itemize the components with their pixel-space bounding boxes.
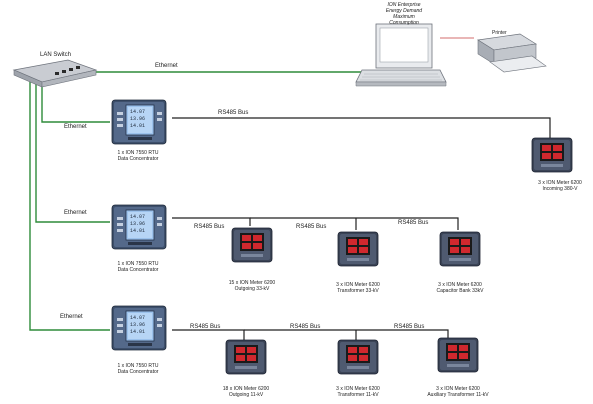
- rtu-2-screen-3: 14.01: [130, 228, 145, 234]
- rtu-2-screen-2: 13.96: [130, 221, 145, 227]
- ethernet-wiring: [29, 71, 362, 331]
- ethernet-link-rtu2: [35, 82, 110, 223]
- meter-transformer-33-label-1: 3 x ION Meter 6200: [336, 282, 380, 288]
- workstation-line-3: Maximum: [393, 14, 415, 20]
- workstation-line-1: ION Enterprise: [387, 2, 420, 8]
- meter-capacitor-33: 3 x ION Meter 6200 Capacitor Bank 33kV: [437, 231, 485, 294]
- meter-auxiliary-11: 3 x ION Meter 6200 Auxiliary Transformer…: [427, 337, 489, 398]
- rs485-label-bus2-c: RS485 Bus: [398, 220, 428, 226]
- workstation-line-4: Consumption: [389, 20, 419, 26]
- meter-transformer-11-label-2: Transformer 11-kV: [337, 392, 379, 398]
- rs485-label-bus1: RS485 Bus: [218, 110, 248, 116]
- rs485-bus-1: [172, 117, 551, 138]
- meter-incoming-380: 3 x ION Meter 6200 Incoming 380-V: [531, 137, 582, 192]
- lan-switch: LAN Switch: [12, 52, 98, 88]
- meter-incoming-380-label-2: Incoming 380-V: [542, 186, 578, 192]
- rs485-buses: [172, 117, 551, 340]
- ethernet-label-rtu1: Ethernet: [64, 124, 87, 130]
- rtu-1: 14.07 13.96 14.01 1 x ION 7550 RTU Data …: [111, 99, 167, 162]
- meter-capacitor-33-label-2: Capacitor Bank 33kV: [437, 288, 485, 294]
- rtu-3-screen-2: 13.96: [130, 322, 145, 328]
- rtu-1-screen-2: 13.96: [130, 116, 145, 122]
- printer-label: Printer: [492, 30, 507, 36]
- rtu-3-label-1: 1 x ION 7550 RTU: [117, 363, 158, 369]
- ethernet-label-top: Ethernet: [155, 63, 178, 69]
- meter-transformer-11: 3 x ION Meter 6200 Transformer 11-kV: [336, 339, 380, 398]
- rtu-1-screen-3: 14.01: [130, 123, 145, 129]
- workstation: ION Enterprise Energy Demand Maximum Con…: [355, 2, 447, 87]
- rtu-2-label-2: Data Concentrator: [118, 267, 159, 273]
- workstation-line-2: Energy Demand: [386, 8, 422, 14]
- meter-capacitor-33-label-1: 3 x ION Meter 6200: [438, 282, 482, 288]
- rs485-label-bus2-a: RS485 Bus: [194, 224, 224, 230]
- meter-transformer-33-label-2: Transformer 33-kV: [337, 288, 379, 294]
- rtu-2-screen-1: 14.07: [130, 214, 145, 220]
- rs485-label-bus3-c: RS485 Bus: [394, 324, 424, 330]
- meter-transformer-11-label-1: 3 x ION Meter 6200: [336, 386, 380, 392]
- lan-switch-label: LAN Switch: [40, 52, 71, 58]
- ethernet-label-rtu3: Ethernet: [60, 314, 83, 320]
- meter-outgoing-11: 18 x ION Meter 6200 Outgoing 11-kV: [223, 339, 270, 398]
- rtu-2: 14.07 13.96 14.01 1 x ION 7550 RTU Data …: [111, 204, 167, 273]
- meter-auxiliary-11-label-1: 3 x ION Meter 6200: [436, 386, 480, 392]
- rs485-bus-3b: [244, 329, 449, 338]
- meter-transformer-33: 3 x ION Meter 6200 Transformer 33-kV: [336, 231, 380, 294]
- ethernet-label-rtu2: Ethernet: [64, 210, 87, 216]
- meter-outgoing-11-label-1: 18 x ION Meter 6200: [223, 386, 270, 392]
- rtu-1-screen-1: 14.07: [130, 109, 145, 115]
- rs485-bus-2b: [250, 217, 459, 230]
- rtu-3-screen-3: 14.01: [130, 329, 145, 335]
- rs485-label-bus3-b: RS485 Bus: [290, 324, 320, 330]
- meter-outgoing-11-label-2: Outgoing 11-kV: [229, 392, 264, 398]
- meter-outgoing-33: 15 x ION Meter 6200 Outgoing 33-kV: [229, 227, 276, 292]
- ethernet-link-rtu3: [29, 82, 110, 331]
- rtu-2-label-1: 1 x ION 7550 RTU: [117, 261, 158, 267]
- rs485-label-bus2-b: RS485 Bus: [296, 224, 326, 230]
- printer: Printer: [477, 30, 547, 73]
- meter-auxiliary-11-label-2: Auxiliary Transformer 11-kV: [427, 392, 489, 398]
- rs485-label-bus3-a: RS485 Bus: [190, 324, 220, 330]
- meter-outgoing-33-label-1: 15 x ION Meter 6200: [229, 280, 276, 286]
- rtu-3-screen-1: 14.07: [130, 315, 145, 321]
- meter-incoming-380-label-1: 3 x ION Meter 6200: [538, 180, 582, 186]
- rtu-3-label-2: Data Concentrator: [118, 369, 159, 375]
- rtu-3: 14.07 13.96 14.01 1 x ION 7550 RTU Data …: [111, 305, 167, 375]
- meter-outgoing-33-label-2: Outgoing 33-kV: [235, 286, 270, 292]
- rtu-1-label-2: Data Concentrator: [118, 156, 159, 162]
- rs485-bus-3a: [172, 329, 245, 340]
- ethernet-link-rtu1: [41, 82, 110, 123]
- rtu-1-label-1: 1 x ION 7550 RTU: [117, 150, 158, 156]
